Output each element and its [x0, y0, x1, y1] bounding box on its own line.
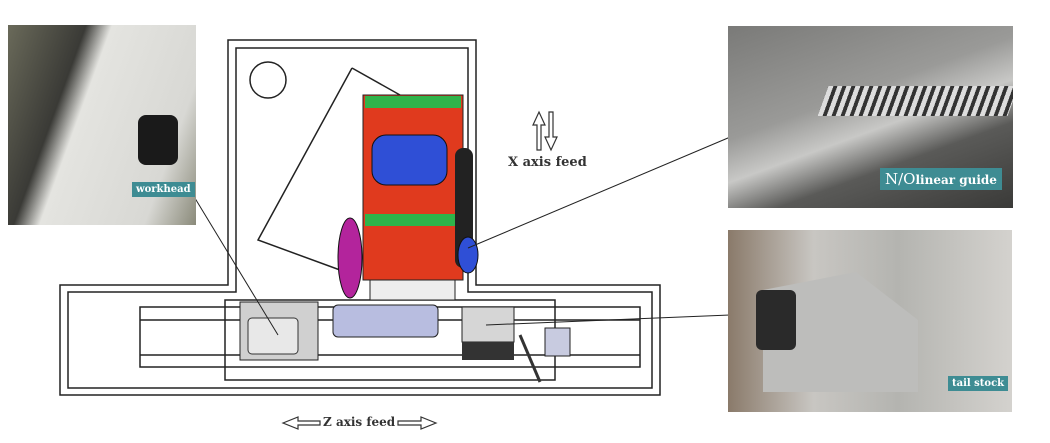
- grinding-wheel: [337, 217, 363, 299]
- work-assembly: [239, 301, 571, 383]
- x-axis-label: X axis feed: [508, 155, 587, 170]
- tail-stock-label: tail stock: [948, 376, 1009, 391]
- z-axis-label: Z axis feed: [323, 415, 396, 429]
- axis-arrows: [281, 110, 558, 430]
- workhead-label: workhead: [132, 182, 195, 197]
- tail-stock-photo: [728, 230, 1012, 412]
- leader-lines: [189, 134, 736, 336]
- linear-guide-label: N/Olinear guide: [880, 168, 1002, 190]
- grinding-head: [337, 94, 479, 301]
- linear-guide-text: linear guide: [915, 173, 997, 187]
- linear-guide-prefix: N/O: [885, 170, 916, 188]
- workpiece: [332, 304, 439, 338]
